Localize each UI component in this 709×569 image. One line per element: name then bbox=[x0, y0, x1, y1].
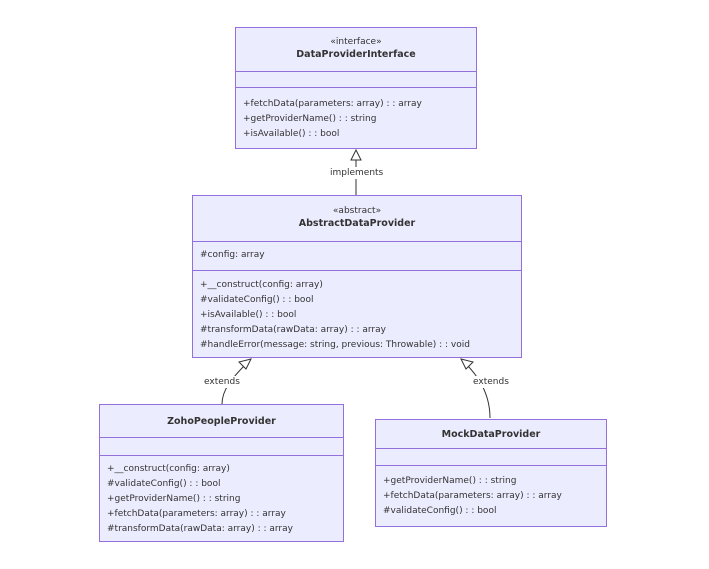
class-header: MockDataProvider bbox=[376, 420, 606, 449]
class-abstract-data-provider: «abstract» AbstractDataProvider #config:… bbox=[192, 195, 522, 358]
extends-arrowhead-zoho bbox=[238, 358, 252, 370]
method: #handleError(message: string, previous: … bbox=[200, 340, 470, 350]
method: #validateConfig() : : bool bbox=[107, 479, 221, 489]
method: +fetchData(parameters: array) : : array bbox=[383, 491, 562, 501]
class-zoho-people-provider: ZohoPeopleProvider +__construct(config: … bbox=[99, 404, 344, 542]
implements-arrowhead bbox=[350, 148, 362, 161]
method: +getProviderName() : : string bbox=[383, 476, 517, 486]
class-header: ZohoPeopleProvider bbox=[100, 405, 343, 438]
attributes-section: #config: array bbox=[193, 242, 521, 271]
class-name: AbstractDataProvider bbox=[298, 218, 416, 229]
attributes-section bbox=[376, 449, 606, 466]
class-name: MockDataProvider bbox=[441, 429, 541, 440]
stereotype-label: «abstract» bbox=[332, 206, 382, 216]
extends-label-zoho: extends bbox=[203, 376, 241, 388]
attribute: #config: array bbox=[200, 250, 265, 260]
extends-label-mock: extends bbox=[472, 376, 510, 388]
method: +fetchData(parameters: array) : : array bbox=[107, 509, 286, 519]
extends-edge-mock bbox=[465, 363, 491, 419]
method: +getProviderName() : : string bbox=[243, 114, 377, 124]
extends-arrowhead-mock bbox=[460, 358, 474, 370]
method: #validateConfig() : : bool bbox=[383, 506, 497, 516]
methods-section: +fetchData(parameters: array) : : array … bbox=[236, 88, 476, 142]
method: +fetchData(parameters: array) : : array bbox=[243, 99, 422, 109]
method: #transformData(rawData: array) : : array bbox=[107, 524, 293, 534]
method: +isAvailable() : : bool bbox=[243, 129, 340, 139]
method: +__construct(config: array) bbox=[107, 464, 230, 474]
method: +isAvailable() : : bool bbox=[200, 310, 297, 320]
methods-section: +__construct(config: array) #validateCon… bbox=[100, 456, 343, 537]
method: #transformData(rawData: array) : : array bbox=[200, 325, 386, 335]
class-header: «interface» DataProviderInterface bbox=[236, 28, 476, 72]
methods-section: +getProviderName() : : string +fetchData… bbox=[376, 466, 606, 519]
method: +getProviderName() : : string bbox=[107, 494, 241, 504]
class-name: ZohoPeopleProvider bbox=[167, 416, 276, 427]
method: +__construct(config: array) bbox=[200, 280, 323, 290]
method: #validateConfig() : : bool bbox=[200, 295, 314, 305]
class-data-provider-interface: «interface» DataProviderInterface +fetch… bbox=[235, 27, 477, 149]
implements-label: implements bbox=[329, 167, 385, 179]
methods-section: +__construct(config: array) #validateCon… bbox=[193, 271, 521, 353]
attributes-section bbox=[100, 438, 343, 456]
class-mock-data-provider: MockDataProvider +getProviderName() : : … bbox=[375, 419, 607, 527]
class-name: DataProviderInterface bbox=[296, 49, 416, 60]
attributes-section bbox=[236, 72, 476, 88]
stereotype-label: «interface» bbox=[330, 37, 382, 47]
class-header: «abstract» AbstractDataProvider bbox=[193, 196, 521, 242]
